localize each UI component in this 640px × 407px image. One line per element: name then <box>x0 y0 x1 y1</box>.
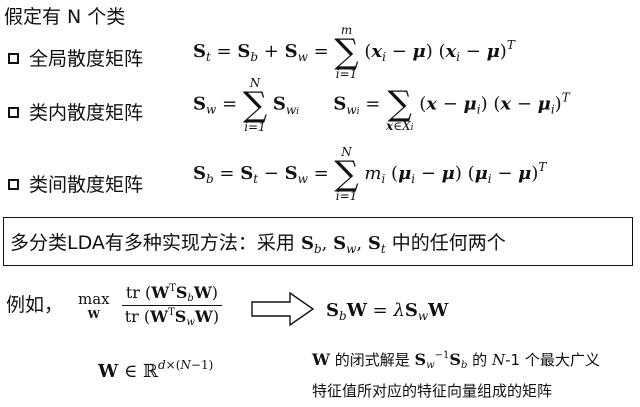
summation-symbol: N∑i=1 <box>334 145 359 203</box>
square-bullet-icon <box>8 107 19 118</box>
row-label: 全局散度矩阵 <box>29 48 144 70</box>
summation-symbol: ∑x∈Xi <box>386 84 414 133</box>
method-box <box>3 217 633 266</box>
formula-within-scatter: Sw = N∑i=1 Swi Swi = ∑x∈Xi (x − μi) (x −… <box>193 75 570 134</box>
note-line-1: W 的闭式解是 Sw−1Sb 的 N-1 个最大广义 <box>312 350 600 371</box>
generalized-eigen-equation: SbW = λSwW <box>326 300 449 323</box>
square-bullet-icon <box>8 53 19 64</box>
formula-total-scatter: St = Sb + Sw = m∑i=1 (xi − μ) (xi − μ)T <box>193 23 515 81</box>
example-label: 例如， <box>6 294 64 316</box>
page-heading: 假定有 N 个类 <box>4 2 125 29</box>
method-prefix: 多分类LDA有多种实现方法：采用 <box>10 232 295 254</box>
formula-between-scatter: Sb = St − Sw = N∑i=1 mi (μi − μ) (μi − μ… <box>193 145 547 203</box>
summation-symbol: m∑i=1 <box>334 23 359 81</box>
heading-text: 假定有 N 个类 <box>4 6 126 28</box>
square-bullet-icon <box>8 179 19 190</box>
row-label: 类间散度矩阵 <box>29 174 144 196</box>
note-line-2: 特征值所对应的特征向量组成的矩阵 <box>312 382 553 400</box>
row-total-scatter: 全局散度矩阵 <box>8 44 143 71</box>
summation-symbol: N∑i=1 <box>242 75 268 134</box>
implies-arrow-icon <box>251 291 315 327</box>
objective-formula: max W tr (WTSbW) tr (WTSwW) <box>78 282 223 329</box>
method-suffix: 中的任何两个 <box>391 232 506 254</box>
w-domain: W ∈ ℝd×(N−1) <box>98 358 214 382</box>
row-within-scatter: 类内散度矩阵 <box>8 98 143 125</box>
row-between-scatter: 类间散度矩阵 <box>8 170 143 197</box>
row-label: 类内散度矩阵 <box>29 102 144 124</box>
method-statement: 多分类LDA有多种实现方法：采用 Sb, Sw, St 中的任何两个 <box>10 232 506 256</box>
